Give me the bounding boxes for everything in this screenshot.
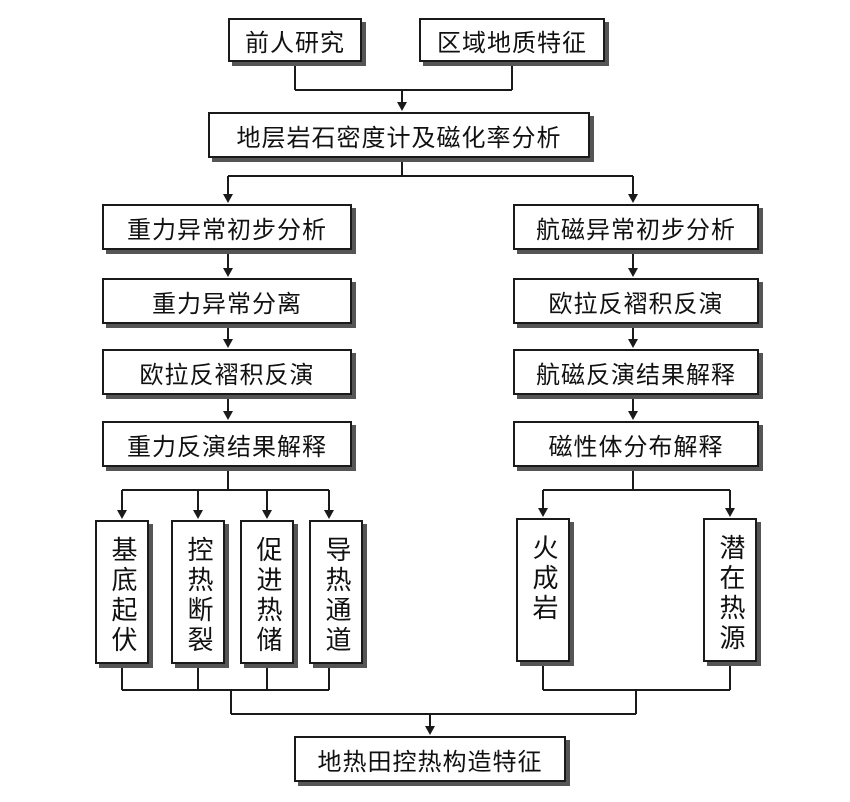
node-potential-heat-source: 潜在热源	[703, 518, 757, 662]
node-heat-control-faults: 控热断裂	[171, 520, 225, 664]
node-prior-research: 前人研究	[228, 18, 362, 62]
arrowhead	[223, 194, 233, 203]
arrowhead	[725, 508, 735, 517]
arrowhead	[193, 510, 203, 519]
arrowhead	[117, 510, 127, 519]
node-density-analysis: 地层岩石密度计及磁化率分析	[208, 112, 590, 158]
node-gravity-separation: 重力异常分离	[102, 278, 352, 324]
node-final-characteristics: 地热田控热构造特征	[294, 736, 566, 782]
arrowhead	[223, 339, 233, 348]
node-heat-control-faults-text: 控热断裂	[183, 536, 213, 656]
node-gravity-interpretation: 重力反演结果解释	[102, 421, 352, 467]
arrowhead	[628, 268, 638, 277]
arrowhead	[628, 194, 638, 203]
node-igneous-rock-text: 火成岩	[528, 534, 558, 624]
node-promote-reservoir: 促进热储	[240, 520, 294, 664]
node-potential-heat-source-text: 潜在热源	[715, 534, 745, 654]
node-heat-conduit: 导热通道	[309, 520, 363, 664]
node-aeromag-initial-analysis: 航磁异常初步分析	[513, 204, 759, 250]
node-igneous-rock: 火成岩	[516, 518, 570, 662]
node-promote-reservoir-text: 促进热储	[252, 536, 282, 656]
arrowhead	[262, 510, 272, 519]
arrowhead	[397, 102, 407, 111]
arrowhead	[425, 726, 435, 735]
arrowhead	[324, 510, 334, 519]
arrowhead	[628, 339, 638, 348]
arrowhead	[628, 411, 638, 420]
node-magnetic-body-distribution: 磁性体分布解释	[513, 421, 759, 467]
node-gravity-initial-analysis: 重力异常初步分析	[102, 204, 352, 250]
node-basement-relief: 基底起伏	[95, 520, 149, 664]
node-regional-geology: 区域地质特征	[419, 18, 605, 62]
node-basement-relief-text: 基底起伏	[107, 536, 137, 656]
node-aeromag-euler-inversion: 欧拉反褶积反演	[513, 278, 759, 324]
arrowhead	[223, 268, 233, 277]
node-gravity-euler-inversion: 欧拉反褶积反演	[102, 349, 352, 395]
node-heat-conduit-text: 导热通道	[321, 536, 351, 656]
arrowhead	[538, 508, 548, 517]
node-aeromag-interpretation: 航磁反演结果解释	[513, 349, 759, 395]
arrowhead	[223, 411, 233, 420]
